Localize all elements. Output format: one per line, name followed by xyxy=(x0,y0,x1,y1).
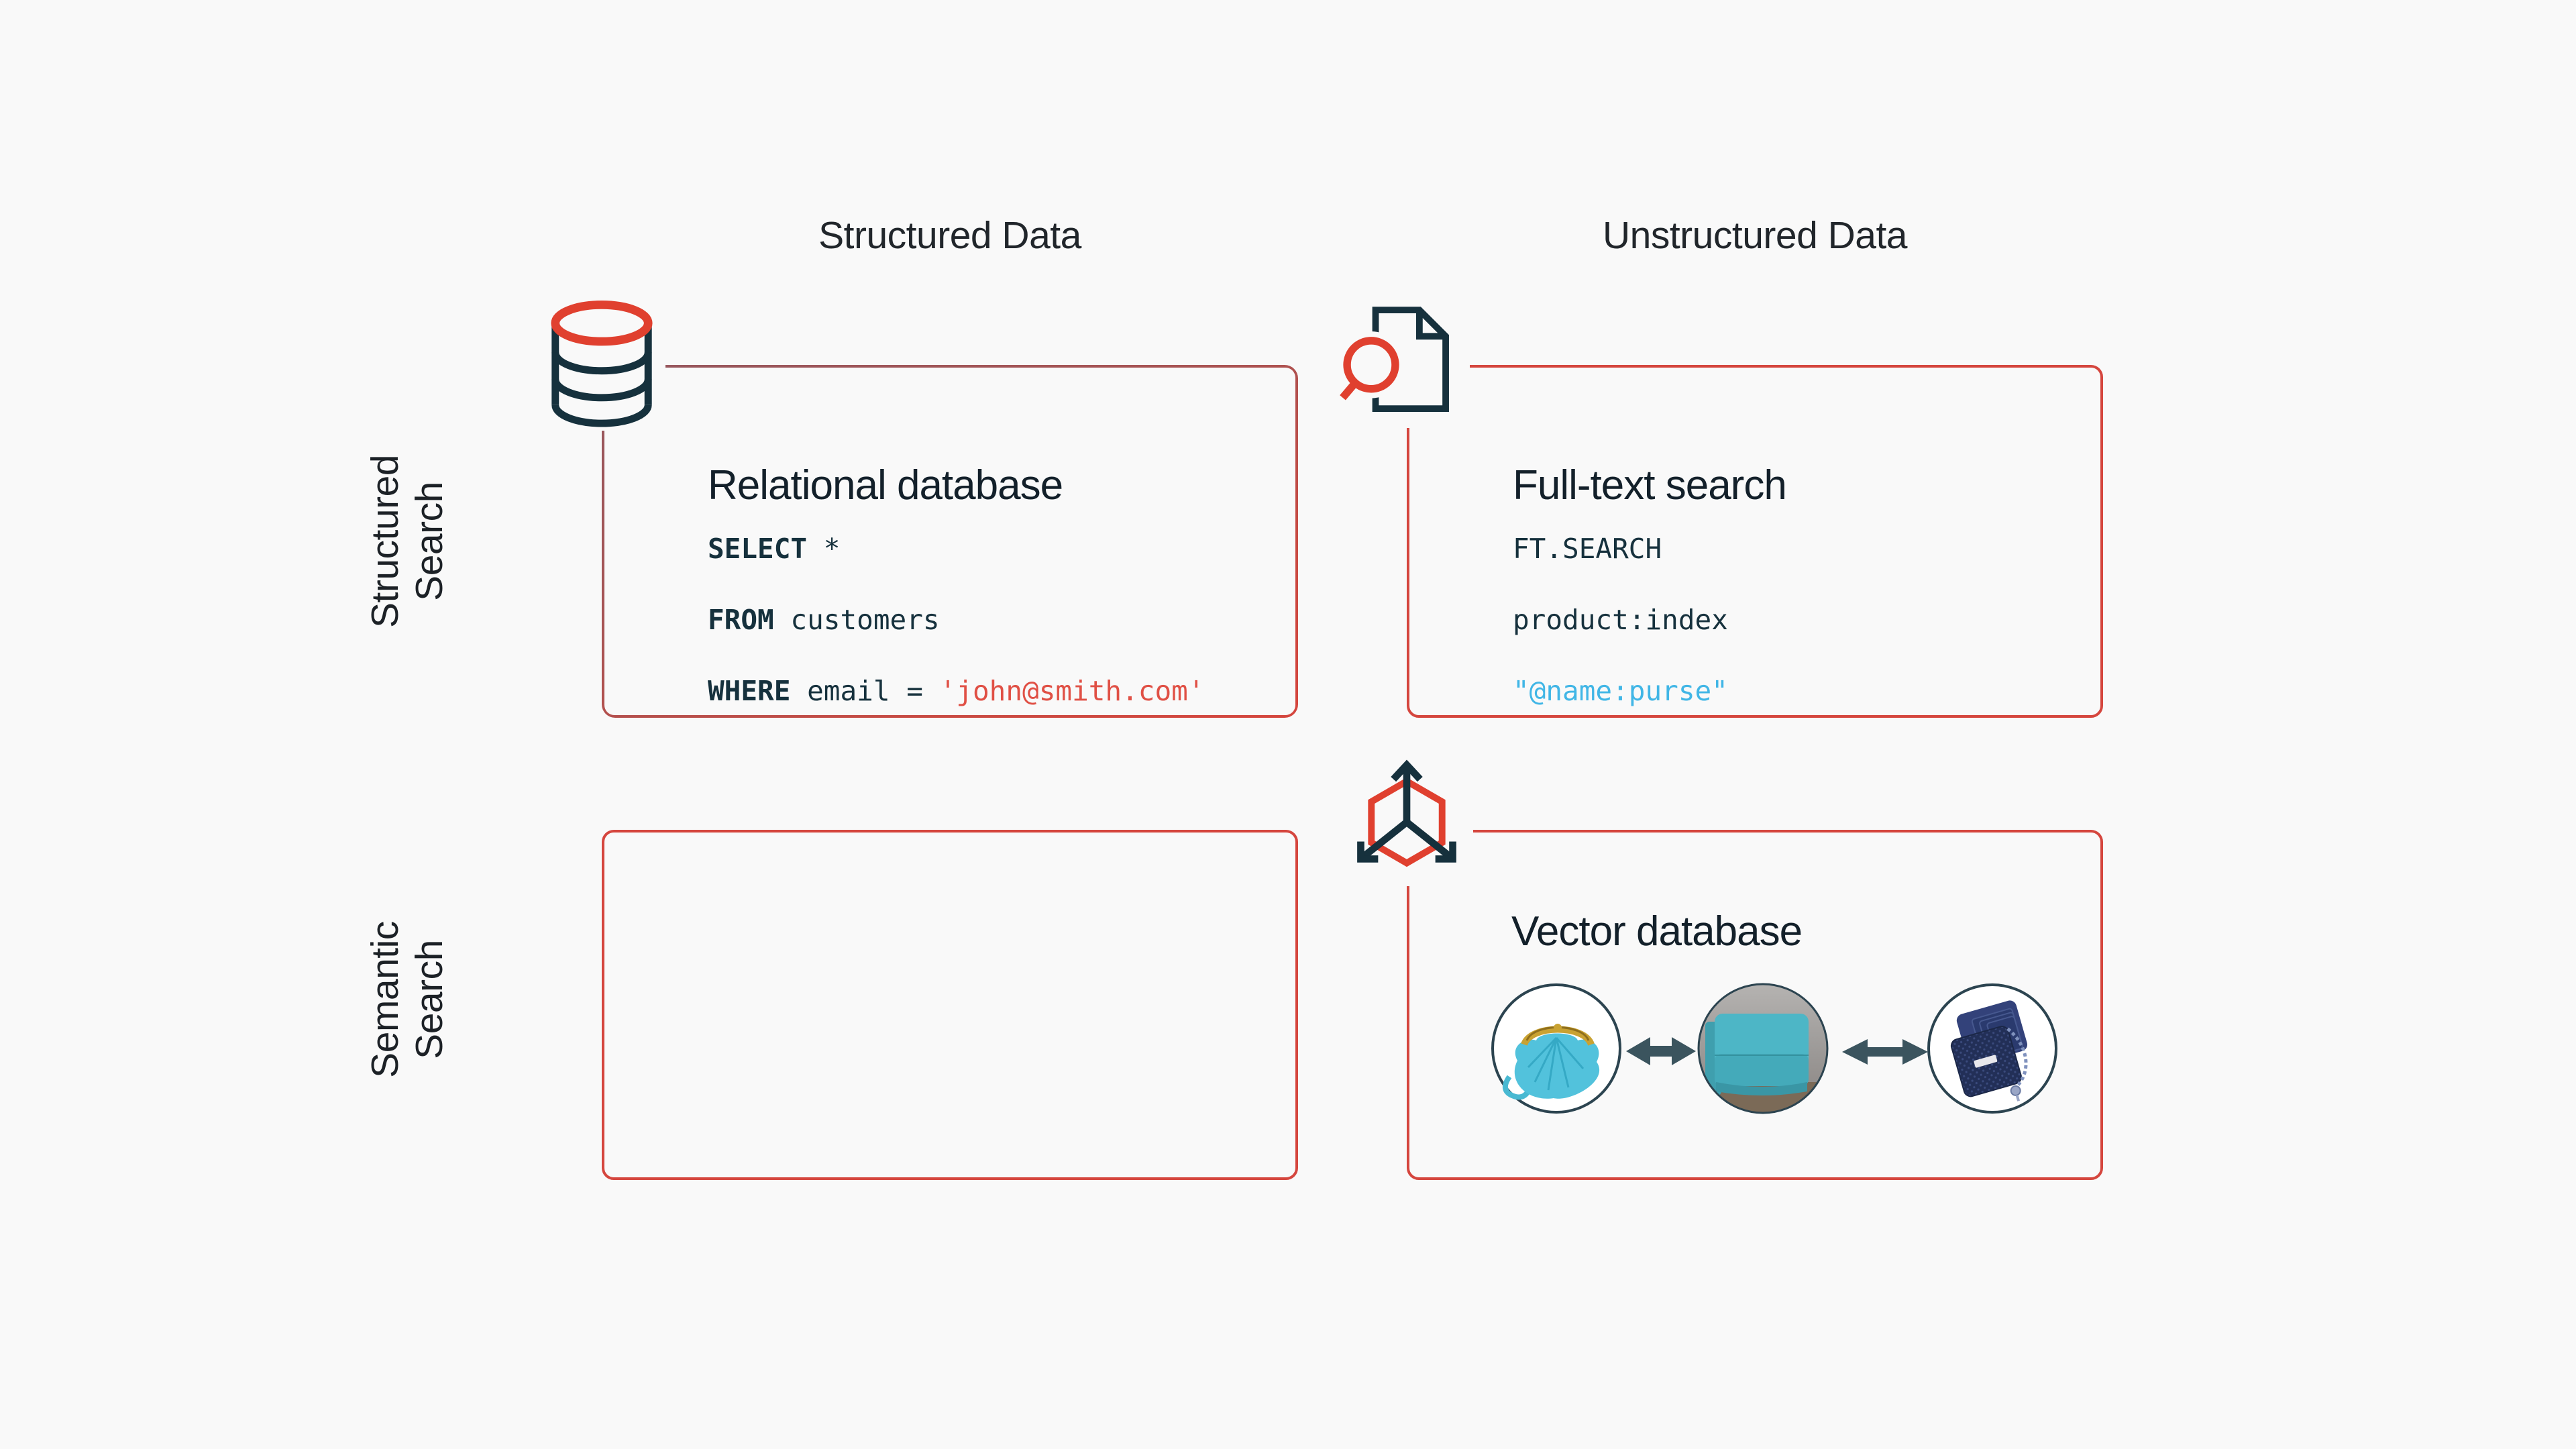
full-text-search-box: Full-text search FT.SEARCH product:index… xyxy=(1407,365,2103,718)
semantic-structured-empty-box xyxy=(602,830,1298,1180)
vector-database-box: Vector database xyxy=(1407,830,2103,1180)
product-image-teal-leather-wallet xyxy=(1696,981,1830,1116)
double-headed-arrow-icon xyxy=(1842,1039,1928,1065)
row-label-line: Structured xyxy=(363,455,407,628)
code-query-string: "@name:purse" xyxy=(1513,675,1728,707)
code-line: product:index xyxy=(1513,604,1728,636)
database-cylinder-icon-svg xyxy=(551,301,653,427)
relational-database-box: Relational database SELECT * FROM custom… xyxy=(602,365,1298,718)
cube-axes-icon-svg xyxy=(1357,759,1456,867)
sql-text: * xyxy=(807,533,841,565)
sql-keyword: WHERE xyxy=(708,675,791,707)
document-search-icon-svg xyxy=(1338,307,1449,413)
sql-text: email = xyxy=(790,675,940,707)
redis-search-code-snippet: FT.SEARCH product:index "@name:purse" xyxy=(1513,531,1728,709)
column-heading-unstructured-data: Unstructured Data xyxy=(1602,214,1908,257)
sql-string-literal: 'john@smith.com' xyxy=(939,675,1205,707)
vector-database-title: Vector database xyxy=(1511,908,1803,955)
row-label-semantic-search: Semantic Search xyxy=(354,879,461,1120)
navy-wallet-illustration xyxy=(1927,983,2057,1114)
relational-database-title: Relational database xyxy=(708,462,1063,508)
sql-text: customers xyxy=(773,604,940,636)
teal-pouch-handbag-illustration xyxy=(1491,983,1621,1114)
row-label-line: Search xyxy=(408,482,451,601)
sql-keyword: SELECT xyxy=(708,533,808,565)
sql-code-snippet: SELECT * FROM customers WHERE email = 'j… xyxy=(708,531,1205,709)
database-cylinder-icon xyxy=(538,294,665,431)
column-heading-structured-data: Structured Data xyxy=(818,214,1081,257)
similarity-arrow-icon xyxy=(1626,1036,1696,1067)
sql-keyword: FROM xyxy=(708,604,774,636)
cube-axes-icon xyxy=(1340,752,1473,886)
product-image-teal-pouch-handbag xyxy=(1489,981,1623,1116)
row-label-structured-search: Structured Search xyxy=(354,421,461,662)
document-search-icon xyxy=(1338,288,1470,428)
double-headed-arrow-icon xyxy=(1626,1037,1696,1065)
full-text-search-title: Full-text search xyxy=(1513,462,1787,508)
code-line: FT.SEARCH xyxy=(1513,533,1662,565)
similarity-arrow-icon xyxy=(1842,1038,1928,1066)
product-image-navy-zip-wallet xyxy=(1925,981,2059,1116)
relational-database-box-inner: Relational database SELECT * FROM custom… xyxy=(604,368,1295,715)
row-label-line: Semantic xyxy=(363,921,407,1078)
row-label-line: Search xyxy=(408,940,451,1059)
teal-wallet-illustration xyxy=(1697,983,1829,1114)
